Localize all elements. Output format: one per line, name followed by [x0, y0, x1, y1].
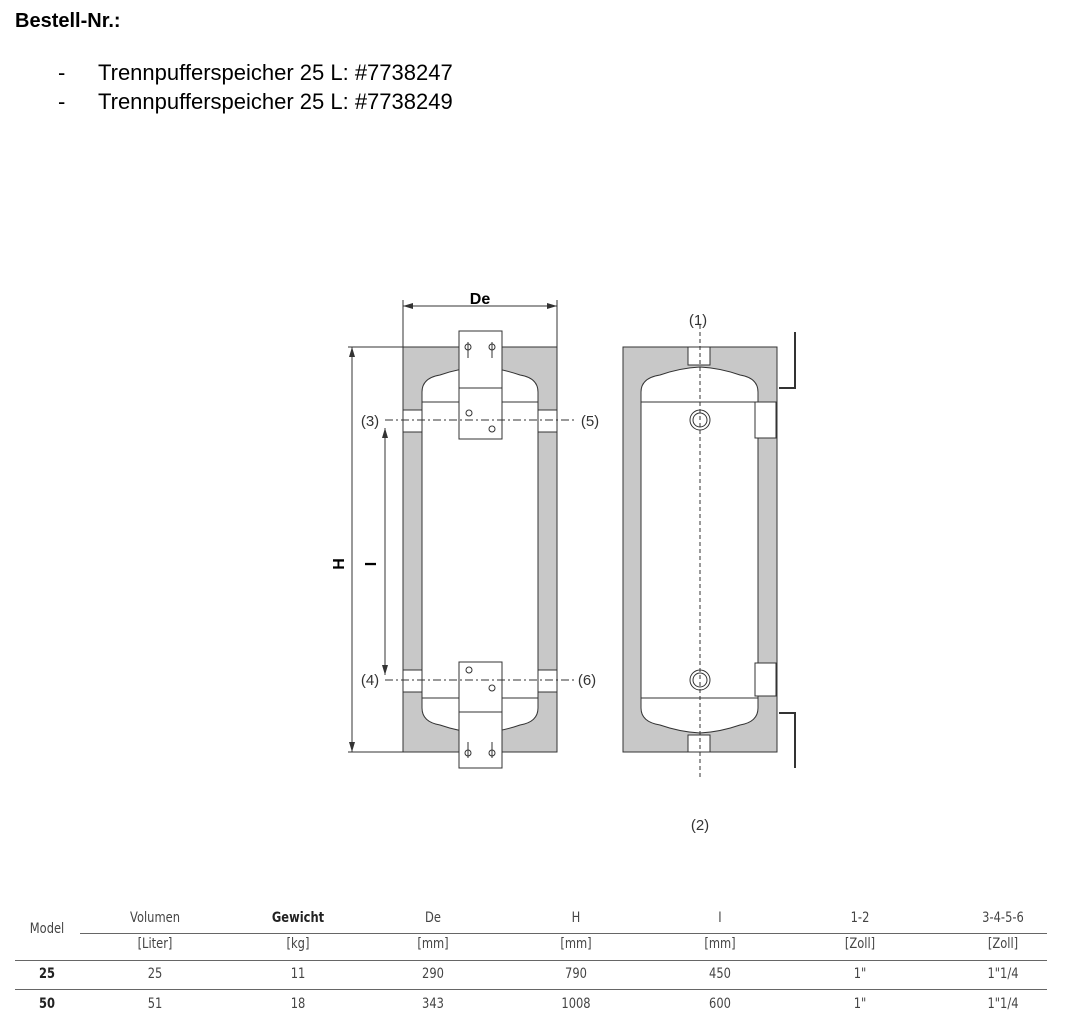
- col-header: Gewicht: [271, 910, 325, 926]
- row-model: 25: [39, 966, 55, 982]
- table-cell: 290: [422, 966, 444, 982]
- bullet: -: [58, 60, 66, 85]
- col-unit: [Liter]: [137, 936, 173, 952]
- label-6: (6): [578, 672, 596, 689]
- col-unit: [mm]: [417, 936, 449, 952]
- bullet: -: [58, 89, 66, 114]
- table-cell: 11: [290, 966, 306, 982]
- row-model: 50: [39, 996, 55, 1012]
- col-header: 1-2: [850, 910, 870, 926]
- label-1: (1): [689, 312, 707, 329]
- table-cell: 1": [853, 966, 867, 982]
- table-cell: 25: [147, 966, 163, 982]
- dim-de-label: De: [470, 291, 491, 308]
- label-2: (2): [691, 817, 709, 834]
- table-cell: 1008: [561, 996, 591, 1012]
- col-unit: [kg]: [286, 936, 310, 952]
- dim-h-label: H: [331, 558, 348, 570]
- port-4: [402, 669, 423, 693]
- dim-i-label: I: [363, 562, 380, 566]
- col-unit: [Zoll]: [844, 936, 876, 952]
- order-number-heading: Bestell-Nr.:: [15, 10, 121, 32]
- table-cell: 343: [422, 996, 444, 1012]
- hook-lower: [779, 712, 796, 768]
- label-4: (4): [361, 672, 379, 689]
- hook-upper: [779, 332, 796, 389]
- col-unit: [mm]: [560, 936, 592, 952]
- table-cell: 1": [853, 996, 867, 1012]
- col-header: Volumen: [130, 910, 180, 926]
- col-unit: [Zoll]: [987, 936, 1019, 952]
- label-5: (5): [581, 413, 599, 430]
- order-item: Trennpufferspeicher 25 L: #7738247: [98, 60, 453, 85]
- left-tank: [421, 366, 539, 734]
- port-5: [537, 409, 558, 433]
- wall-bracket-lower: [754, 662, 777, 697]
- port-2: [687, 734, 711, 753]
- col-unit: [mm]: [704, 936, 736, 952]
- port-1: [687, 346, 711, 366]
- table-cell: 18: [290, 996, 306, 1012]
- port-3: [402, 409, 423, 433]
- wall-bracket-upper: [754, 401, 777, 439]
- order-item: Trennpufferspeicher 25 L: #7738249: [98, 89, 453, 114]
- table-cell: 1"1/4: [987, 996, 1019, 1012]
- col-header: 3-4-5-6: [982, 910, 1024, 926]
- table-cell: 790: [565, 966, 587, 982]
- table-cell: 51: [147, 996, 163, 1012]
- label-3: (3): [361, 413, 379, 430]
- table-cell: 450: [709, 966, 731, 982]
- col-header: H: [571, 910, 581, 926]
- table-cell: 600: [709, 996, 731, 1012]
- col-header: De: [425, 910, 441, 926]
- port-6: [537, 669, 558, 693]
- tank-technical-drawing: De H I (3) (5) (4) (6) (1) (2): [331, 291, 796, 834]
- table-cell: 1"1/4: [987, 966, 1019, 982]
- col-header: I: [718, 910, 722, 926]
- col-header-model: Model: [29, 921, 65, 937]
